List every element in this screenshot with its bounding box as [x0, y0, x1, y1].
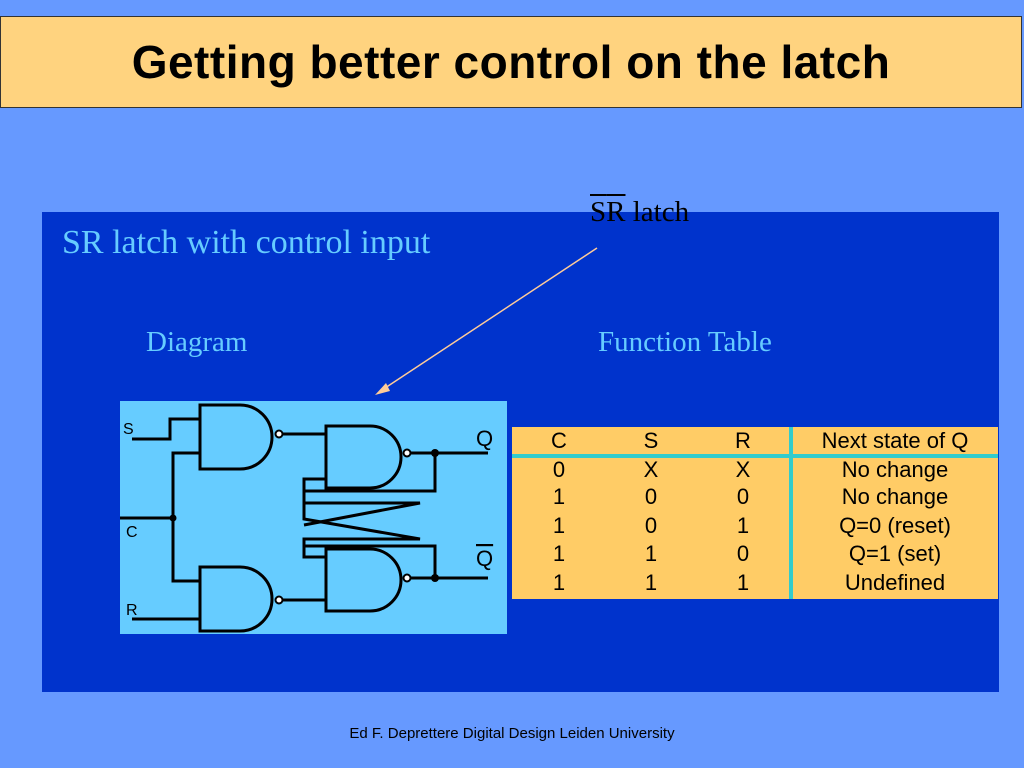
- nand-gate-3: [324, 547, 403, 613]
- callout-s-bar: S: [590, 196, 607, 228]
- diagram-heading: Diagram: [146, 326, 248, 358]
- row-2-r: 0: [736, 484, 750, 509]
- input-c-label: C: [126, 524, 138, 541]
- row-4-c: 1: [552, 541, 566, 566]
- row-2-c: 1: [552, 484, 566, 509]
- callout-label: SR latch: [590, 198, 689, 227]
- callout-r-bar: R: [606, 196, 626, 228]
- row-5-c: 1: [552, 570, 566, 595]
- slide-footer: Ed F. Deprettere Digital Design Leiden U…: [349, 725, 675, 742]
- nand-bubble-3: [402, 573, 412, 583]
- input-r-label: R: [126, 602, 138, 619]
- nand-gate-4: [198, 565, 274, 633]
- row-1-s: X: [643, 457, 659, 482]
- row-4-next: Q=1 (set): [848, 541, 942, 566]
- junction-q: [431, 449, 439, 457]
- junction-c: [169, 514, 177, 522]
- row-1-next: No change: [841, 457, 949, 482]
- header-c: C: [551, 428, 567, 453]
- row-3-next: Q=0 (reset): [839, 513, 951, 538]
- row-5-s: 1: [644, 570, 658, 595]
- nand-gate-2: [324, 424, 403, 490]
- function-table-heading: Function Table: [598, 326, 772, 358]
- slide-title: Getting better control on the latch: [131, 36, 891, 88]
- slide-subtitle: SR latch with control input: [62, 224, 431, 261]
- input-s-label: S: [123, 421, 134, 438]
- row-2-s: 0: [644, 484, 658, 509]
- nand-gate-1: [198, 403, 274, 471]
- row-4-s: 1: [644, 541, 658, 566]
- nand-bubble-4: [274, 595, 284, 605]
- row-5-next: Undefined: [844, 570, 946, 595]
- nand-bubble-1: [274, 429, 284, 439]
- function-table: C S R Next state of Q 0 X X No change 1 …: [512, 427, 998, 599]
- output-qbar-label: Q: [476, 546, 493, 571]
- junction-qbar: [431, 574, 439, 582]
- output-q-label: Q: [476, 426, 493, 451]
- nand-bubble-2: [402, 448, 412, 458]
- header-s: S: [643, 428, 659, 453]
- row-3-r: 1: [736, 513, 750, 538]
- row-2-next: No change: [841, 484, 949, 509]
- row-1-c: 0: [552, 457, 566, 482]
- row-5-r: 1: [736, 570, 750, 595]
- row-1-r: X: [735, 457, 751, 482]
- title-bar: Getting better control on the latch: [0, 16, 1022, 108]
- circuit-diagram: S C R Q Q: [120, 401, 507, 634]
- latch-schematic: S C R Q Q: [120, 403, 493, 633]
- row-3-c: 1: [552, 513, 566, 538]
- row-4-r: 0: [736, 541, 750, 566]
- header-next-state: Next state of Q: [821, 428, 969, 453]
- table-dividers: [512, 427, 998, 599]
- callout-latch-text: latch: [625, 196, 690, 228]
- header-r: R: [735, 428, 751, 453]
- row-3-s: 0: [644, 513, 658, 538]
